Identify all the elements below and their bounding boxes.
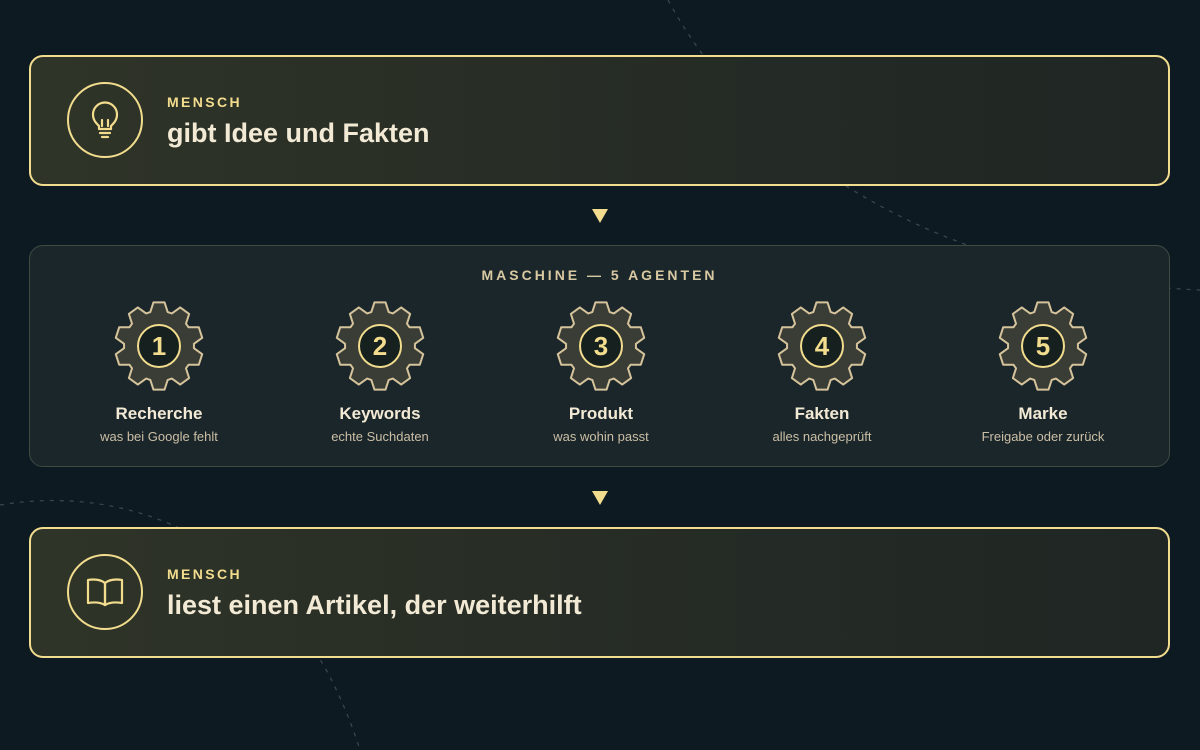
agent-step: 5 Marke Freigabe oder zurück	[943, 300, 1143, 444]
agent-number: 5	[1035, 331, 1051, 361]
agent-description: was wohin passt	[553, 429, 649, 444]
machine-title: MASCHINE — 5 AGENTEN	[481, 267, 718, 283]
agent-number: 4	[814, 331, 830, 361]
agent-description: echte Suchdaten	[331, 429, 429, 444]
lightbulb-icon	[67, 82, 143, 158]
agent-number: 1	[151, 331, 167, 361]
agent-name: Recherche	[115, 404, 203, 423]
gear-icon	[335, 301, 425, 391]
agent-number: 2	[372, 331, 388, 361]
agent-step: 1 Recherche was bei Google fehlt	[59, 300, 259, 444]
human-input-card: MENSCH gibt Idee und Fakten	[29, 55, 1170, 186]
human-output-title: liest einen Artikel, der weiterhilft	[167, 590, 582, 620]
gear-icon	[556, 301, 646, 391]
human-kicker: MENSCH	[167, 94, 243, 110]
gear-icon	[998, 301, 1088, 391]
agent-name: Produkt	[568, 404, 634, 423]
agent-description: alles nachgeprüft	[772, 429, 872, 444]
arrow-down-icon	[590, 489, 610, 509]
agent-name: Keywords	[339, 404, 421, 423]
agent-step: 4 Fakten alles nachgeprüft	[722, 300, 922, 444]
arrow-down-icon	[590, 207, 610, 227]
agent-name: Marke	[1018, 404, 1068, 423]
agent-number: 3	[593, 331, 609, 361]
machine-card: MASCHINE — 5 AGENTEN 1 Recherche was bei…	[29, 245, 1170, 467]
human-input-title: gibt Idee und Fakten	[167, 118, 430, 148]
human-output-card: MENSCH liest einen Artikel, der weiterhi…	[29, 527, 1170, 658]
gear-icon	[777, 301, 867, 391]
agent-step: 2 Keywords echte Suchdaten	[280, 300, 480, 444]
agent-description: Freigabe oder zurück	[981, 429, 1105, 444]
agent-description: was bei Google fehlt	[100, 429, 218, 444]
open-book-icon	[67, 554, 143, 630]
human-kicker: MENSCH	[167, 566, 243, 582]
agent-name: Fakten	[794, 404, 850, 423]
agent-step: 3 Produkt was wohin passt	[501, 300, 701, 444]
gear-icon	[114, 301, 204, 391]
